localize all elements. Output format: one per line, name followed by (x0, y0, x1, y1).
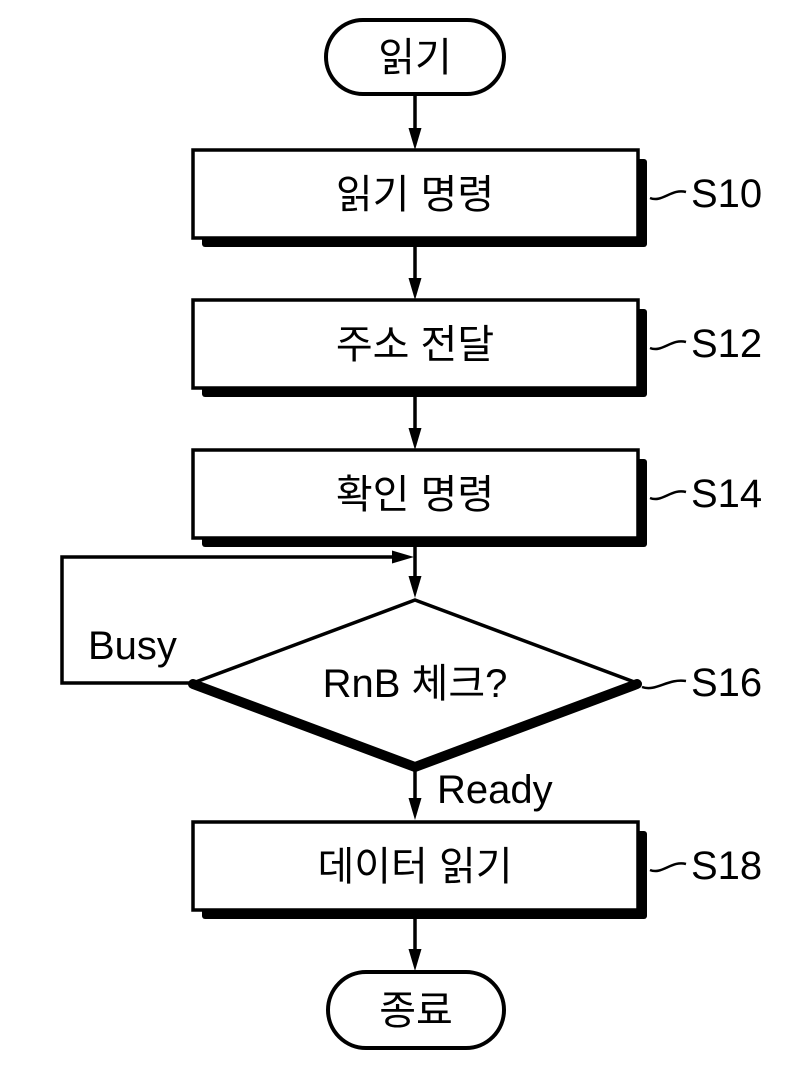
step-tag-s12: S12 (691, 322, 762, 366)
arrowhead-busy-loop-icon (392, 550, 414, 564)
process-box-s10-shape (191, 148, 640, 240)
tag-connector-s18 (649, 862, 687, 873)
process-box-s14-label: 확인 명령 (336, 473, 494, 517)
process-box-s12-shape (191, 298, 640, 390)
arrowhead-into-s18-icon (408, 798, 422, 820)
step-tag-s10: S10 (691, 172, 762, 216)
busy-branch-label: Busy (88, 624, 177, 668)
arrowhead-into-s14-icon (408, 428, 422, 450)
end-terminal: 종료 (326, 970, 506, 1050)
tag-connector-s12 (649, 340, 687, 351)
end-terminal-label: 종료 (379, 989, 453, 1033)
process-box-s18: 데이터 읽기 S18 (191, 820, 762, 919)
ready-branch-label: Ready (437, 768, 553, 812)
process-box-s12-label: 주소 전달 (336, 323, 494, 367)
tag-connector-s16 (641, 679, 687, 690)
start-terminal-label: 읽기 (378, 36, 452, 80)
process-box-s12: 주소 전달 S12 (191, 298, 762, 397)
decision-diamond-s16: RnB 체크? S16 (188, 598, 762, 772)
tag-connector-s10 (649, 190, 687, 201)
arrowhead-into-s12-icon (408, 278, 422, 300)
step-tag-s18: S18 (691, 844, 762, 888)
arrowhead-into-end-icon (408, 949, 422, 971)
decision-diamond-s16-label: RnB 체크? (323, 662, 508, 706)
step-tag-s16: S16 (691, 661, 762, 705)
tag-connector-s14 (649, 490, 687, 501)
process-box-s14: 확인 명령 S14 (191, 448, 762, 547)
process-box-s14-shape (191, 448, 640, 540)
process-box-s10: 읽기 명령 S10 (191, 148, 762, 247)
start-terminal: 읽기 (324, 18, 506, 96)
end-terminal-shape (326, 970, 506, 1050)
process-box-s18-shape (191, 820, 640, 912)
process-box-s10-label: 읽기 명령 (336, 173, 494, 217)
process-box-s18-label: 데이터 읽기 (317, 845, 512, 889)
arrowhead-into-s16-icon (408, 576, 422, 598)
decision-diamond-s16-shadow (188, 679, 642, 772)
step-tag-s14: S14 (691, 472, 762, 516)
busy-loop-connector (60, 555, 393, 685)
arrowhead-into-s10-icon (408, 128, 422, 150)
start-terminal-shape (324, 18, 506, 96)
